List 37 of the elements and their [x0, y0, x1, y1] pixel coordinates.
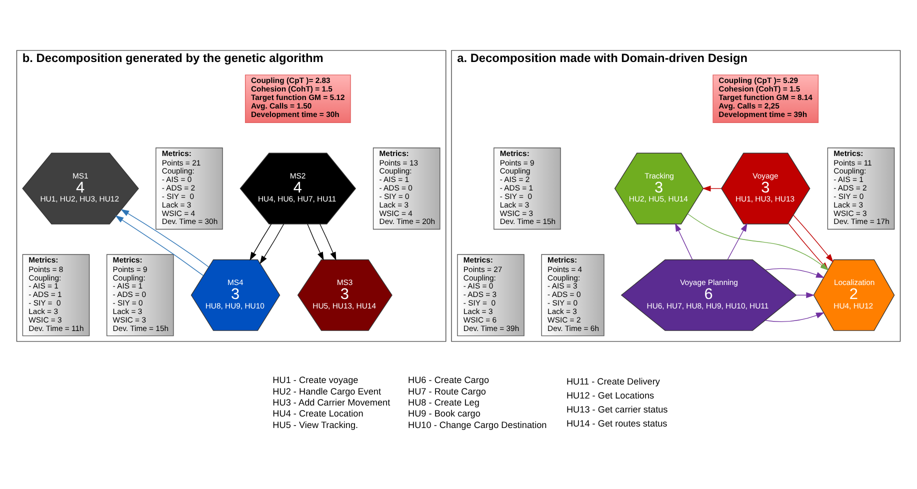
arrow — [260, 223, 284, 264]
label: HU14 - Get routes status — [566, 418, 668, 428]
label: HU4 - Create Location — [272, 408, 364, 418]
label: HU11 - Create Delivery — [566, 376, 660, 386]
node-box: Metrics: Points = 4 Coupling: - AIS = 3 - ADS = 0 - SIY = 0 Lack = 3 WSIC = 2 Dev. Time = 6h — [541, 254, 604, 336]
arrow — [675, 222, 693, 260]
label: HU2 - Handle Cargo Event — [272, 386, 382, 396]
arrow — [120, 208, 209, 267]
arrow — [702, 185, 722, 191]
arrow — [764, 268, 824, 278]
node-box: Metrics: Points = 8 Coupling: - AIS = 1 - ADS = 1 - SIY = 0 Lack = 3 WSIC = 3 Dev. Time = 11h — [22, 254, 90, 336]
label: HU13 - Get carrier status — [566, 404, 668, 414]
node-box: Metrics: Points = 13 Coupling: - AIS = 1 - ADS = 0 - SIY = 0 Lack = 3 WSIC = 4 Dev. Time = 20h — [372, 147, 440, 230]
arrow — [727, 222, 748, 260]
node-box: Metrics: Points = 21 Coupling: - AIS = 0 - ADS = 2 - SIY = 0 Lack = 3 WSIC = 4 Dev. Time = 30h — [156, 147, 223, 230]
node-box: Metrics: Points = 11 Coupling: - AIS = 1 - ADS = 2 - SIY = 0 Lack = 3 WSIC = 3 Dev. Time = 17h — [827, 147, 895, 230]
arrow — [115, 214, 204, 276]
label: HU12 - Get Locations — [566, 390, 654, 400]
arrow — [250, 223, 272, 260]
label: HU3 - Add Carrier Movement — [272, 397, 390, 408]
arrow — [764, 312, 824, 322]
node-box: Metrics: Points = 27 Coupling: - AIS = 0 - ADS = 3 - SIY = 0 Lack = 3 WSIC = 6 Dev. Time = 39h — [457, 254, 524, 336]
arrow — [793, 214, 834, 262]
node-box: Metrics: Points = 9 Coupling: - AIS = 1 - ADS = 0 - SIY = 0 Lack = 3 WSIC = 3 Dev. Time = 15h — [106, 254, 174, 336]
label: HU6 - Create Cargo — [408, 374, 490, 385]
arrow — [320, 223, 336, 260]
arrow — [307, 223, 324, 260]
label: HU10 - Change Cargo Destination — [408, 419, 547, 430]
label: HU9 - Book cargo — [408, 408, 480, 418]
node-box: Coupling (CpT )= 5.29 Cohesion (CohT) = 1.5 Target function GM = 8.14 Avg. Calls = 2,25 Development time = 39h — [712, 74, 819, 122]
node-box: Coupling (CpT )= 2.83 Cohesion (CohT) = 1.5 Target function GM = 5.12 Avg. Calls = 1.50 Development time = 30h — [244, 74, 351, 122]
label: HU1 - Create voyage — [272, 374, 358, 385]
arrow — [796, 292, 815, 298]
label: HU5 - View Tracking. — [272, 419, 358, 430]
label: HU8 - Create Leg — [408, 397, 480, 408]
node-box: Metrics: Points = 9 Coupling - AIS = 2 - ADS = 1 - SIY = 0 Lack = 3 WSIC = 3 Dev. Time = 15h — [494, 147, 561, 230]
label: HU7 - Route Cargo — [408, 386, 486, 396]
